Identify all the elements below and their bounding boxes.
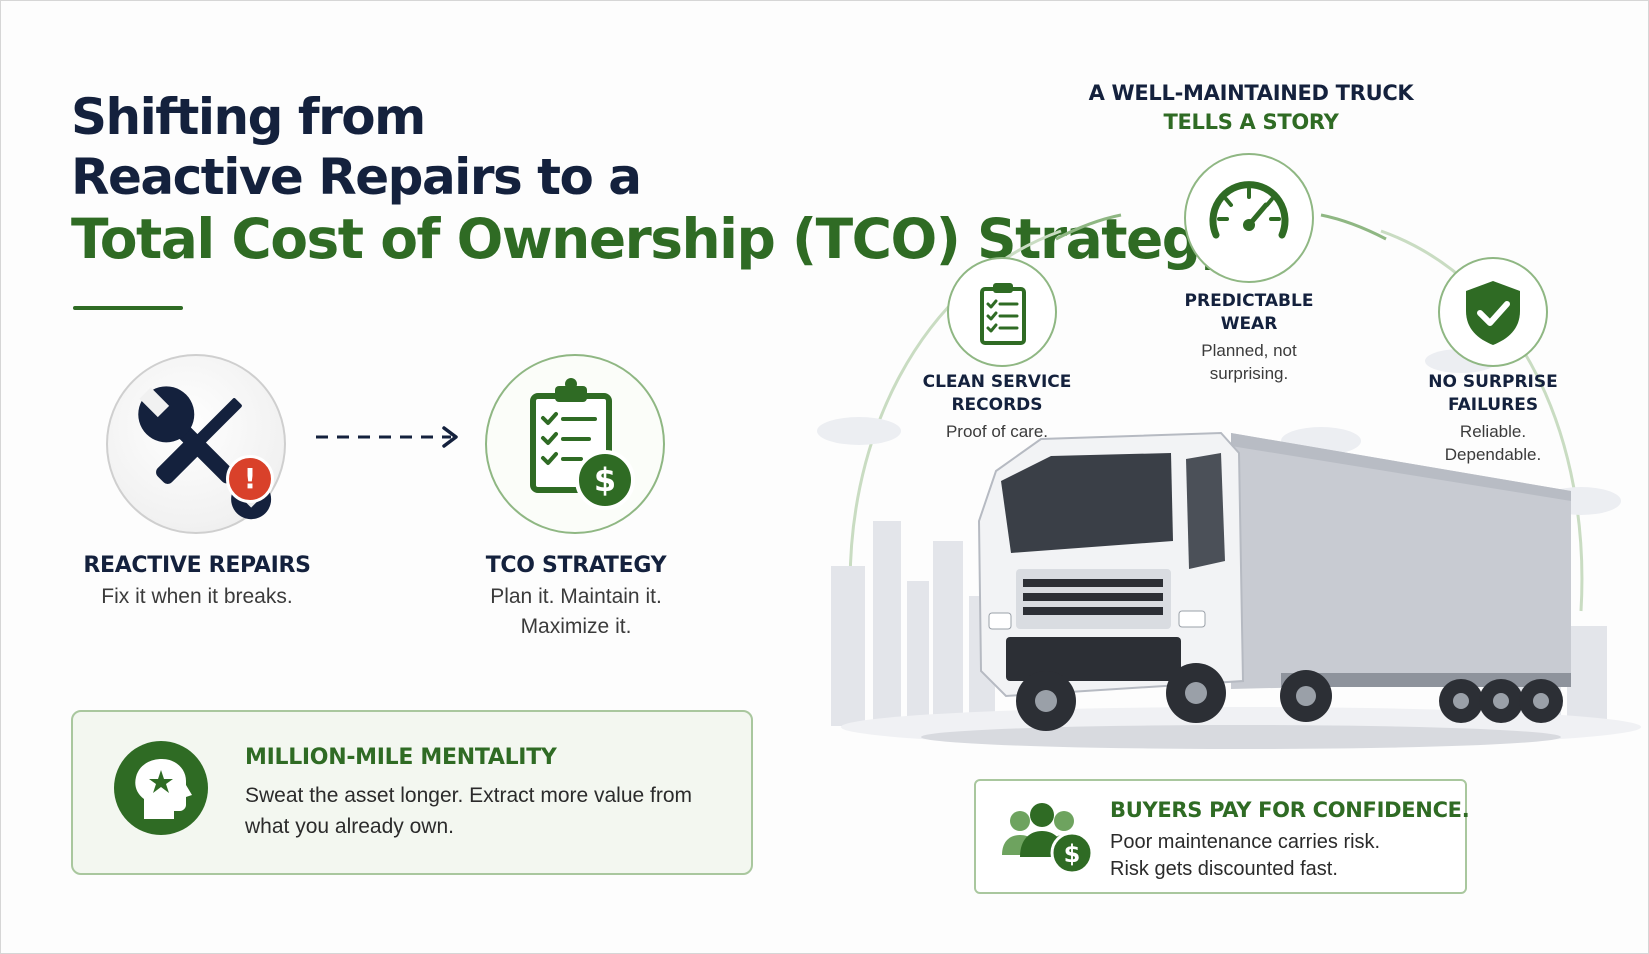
buyers-line-2: Risk gets discounted fast. bbox=[1110, 858, 1338, 880]
shield-check-icon bbox=[1466, 281, 1520, 345]
predictable-wear-heading-1: PREDICTABLE bbox=[1184, 291, 1314, 311]
svg-text:$: $ bbox=[1064, 840, 1081, 868]
reactive-repairs-subtitle: Fix it when it breaks. bbox=[101, 585, 293, 608]
clean-service-records-heading-2: RECORDS bbox=[951, 395, 1043, 415]
people-dollar-icon: $ bbox=[1002, 803, 1094, 875]
no-surprise-failures-sub-2: Dependable. bbox=[1444, 445, 1542, 464]
predictable-wear-sub-2: surprising. bbox=[1209, 364, 1289, 383]
tco-strategy-subtitle-1: Plan it. Maintain it. bbox=[490, 585, 662, 608]
predictable-wear-heading-2: WEAR bbox=[1220, 314, 1278, 334]
tco-strategy-caption: TCO STRATEGY Plan it. Maintain it. Maxim… bbox=[446, 553, 706, 642]
reactive-repairs-caption: REACTIVE REPAIRS Fix it when it breaks. bbox=[67, 553, 327, 612]
clean-service-records-sub: Proof of care. bbox=[945, 422, 1049, 441]
clean-service-records-badge bbox=[947, 257, 1057, 367]
clipboard-dollar-icon: $ bbox=[530, 378, 635, 510]
tco-strategy-heading: TCO STRATEGY bbox=[485, 553, 667, 578]
predictable-wear-sub-1: Planned, not bbox=[1201, 341, 1297, 360]
buyers-body: Poor maintenance carries risk. Risk gets… bbox=[1110, 829, 1380, 883]
clean-service-records-heading-1: CLEAN SERVICE bbox=[922, 372, 1072, 392]
predictable-wear-badge bbox=[1184, 153, 1314, 283]
head-star-glyph bbox=[135, 759, 192, 819]
tco-strategy-subtitle-2: Maximize it. bbox=[520, 615, 632, 638]
exclamation-icon: ! bbox=[226, 455, 274, 503]
million-mile-heading: MILLION-MILE MENTALITY bbox=[245, 745, 557, 770]
buyers-line-1: Poor maintenance carries risk. bbox=[1110, 831, 1381, 853]
million-mile-mentality-card: MILLION-MILE MENTALITY Sweat the asset l… bbox=[71, 710, 753, 875]
title-underline bbox=[73, 306, 183, 310]
no-surprise-failures-heading-1: NO SURPRISE bbox=[1428, 372, 1558, 392]
story-heading: A WELL-MAINTAINED TRUCK TELLS A STORY bbox=[1051, 79, 1451, 137]
tco-strategy-badge: $ bbox=[485, 354, 665, 534]
transition-arrow bbox=[316, 426, 458, 448]
title-line-1: Shifting from bbox=[71, 88, 426, 146]
wrench-screwdriver-icon bbox=[138, 386, 272, 520]
truck-scene bbox=[817, 213, 1641, 749]
reactive-repairs-heading: REACTIVE REPAIRS bbox=[83, 553, 311, 578]
buyers-heading: BUYERS PAY FOR CONFIDENCE. bbox=[1110, 798, 1470, 822]
head-star-icon bbox=[114, 741, 208, 835]
clipboard-checklist-icon bbox=[980, 283, 1026, 345]
speedometer-icon bbox=[1209, 181, 1289, 239]
no-surprise-failures-label: NO SURPRISE FAILURES Reliable. Dependabl… bbox=[1383, 371, 1603, 466]
predictable-wear-label: PREDICTABLE WEAR Planned, not surprising… bbox=[1139, 290, 1359, 385]
svg-text:$: $ bbox=[594, 461, 616, 499]
buyers-confidence-card: $ BUYERS PAY FOR CONFIDENCE. Poor mainte… bbox=[974, 779, 1470, 894]
million-mile-body: Sweat the asset longer. Extract more val… bbox=[245, 784, 693, 838]
clean-service-records-label: CLEAN SERVICE RECORDS Proof of care. bbox=[887, 371, 1107, 443]
no-surprise-failures-heading-2: FAILURES bbox=[1447, 395, 1539, 415]
story-heading-line-2: TELLS A STORY bbox=[1163, 110, 1339, 134]
story-heading-line-1: A WELL-MAINTAINED TRUCK bbox=[1088, 81, 1414, 105]
no-surprise-failures-sub-1: Reliable. bbox=[1459, 422, 1527, 441]
reactive-repairs-badge: ! bbox=[106, 354, 286, 534]
title-line-2: Reactive Repairs to a bbox=[71, 148, 642, 206]
no-surprise-failures-badge bbox=[1438, 257, 1548, 367]
